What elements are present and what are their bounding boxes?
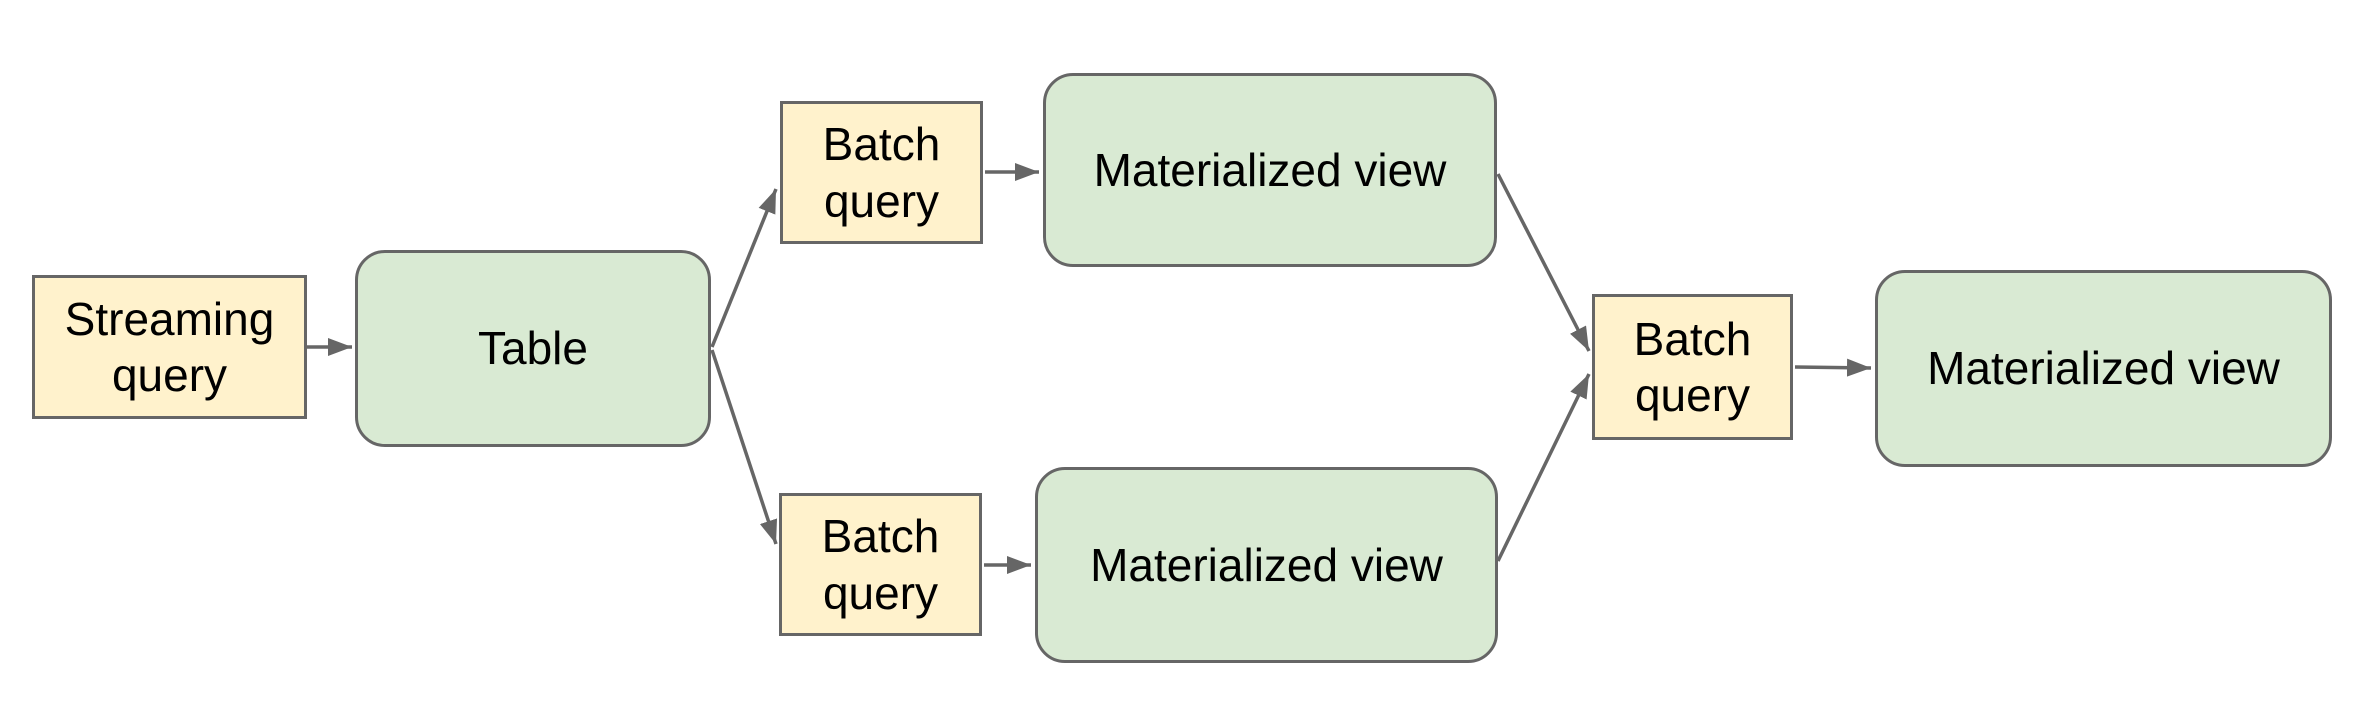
node-label-batch-query-bottom: Batch query (821, 510, 940, 619)
node-label-batch-query-right: Batch query (1633, 312, 1752, 421)
node-materialized-view-right: Materialized view (1875, 270, 2332, 467)
node-label-batch-query-top: Batch query (822, 118, 941, 227)
edge-materialized-view-bottom-to-batch-query-right (1496, 373, 1591, 562)
edge-materialized-view-top-to-batch-query-right (1496, 173, 1591, 352)
node-label-materialized-view-bottom: Materialized view (1090, 538, 1443, 591)
edge-table-to-batch-query-top (710, 188, 778, 348)
edge-batch-query-right-to-materialized-view-right (1794, 358, 1872, 377)
node-streaming-query: Streaming query (32, 275, 307, 419)
node-batch-query-bottom: Batch query (779, 493, 982, 636)
node-materialized-view-top: Materialized view (1043, 73, 1497, 267)
edge-table-to-batch-query-bottom (710, 349, 778, 545)
node-label-materialized-view-right: Materialized view (1927, 342, 2280, 395)
node-table: Table (355, 250, 711, 447)
node-label-streaming-query: Streaming query (64, 292, 275, 401)
node-batch-query-top: Batch query (780, 101, 983, 244)
node-label-materialized-view-top: Materialized view (1093, 143, 1447, 196)
node-label-table: Table (478, 322, 588, 375)
node-materialized-view-bottom: Materialized view (1035, 467, 1498, 663)
node-batch-query-right: Batch query (1592, 294, 1793, 440)
